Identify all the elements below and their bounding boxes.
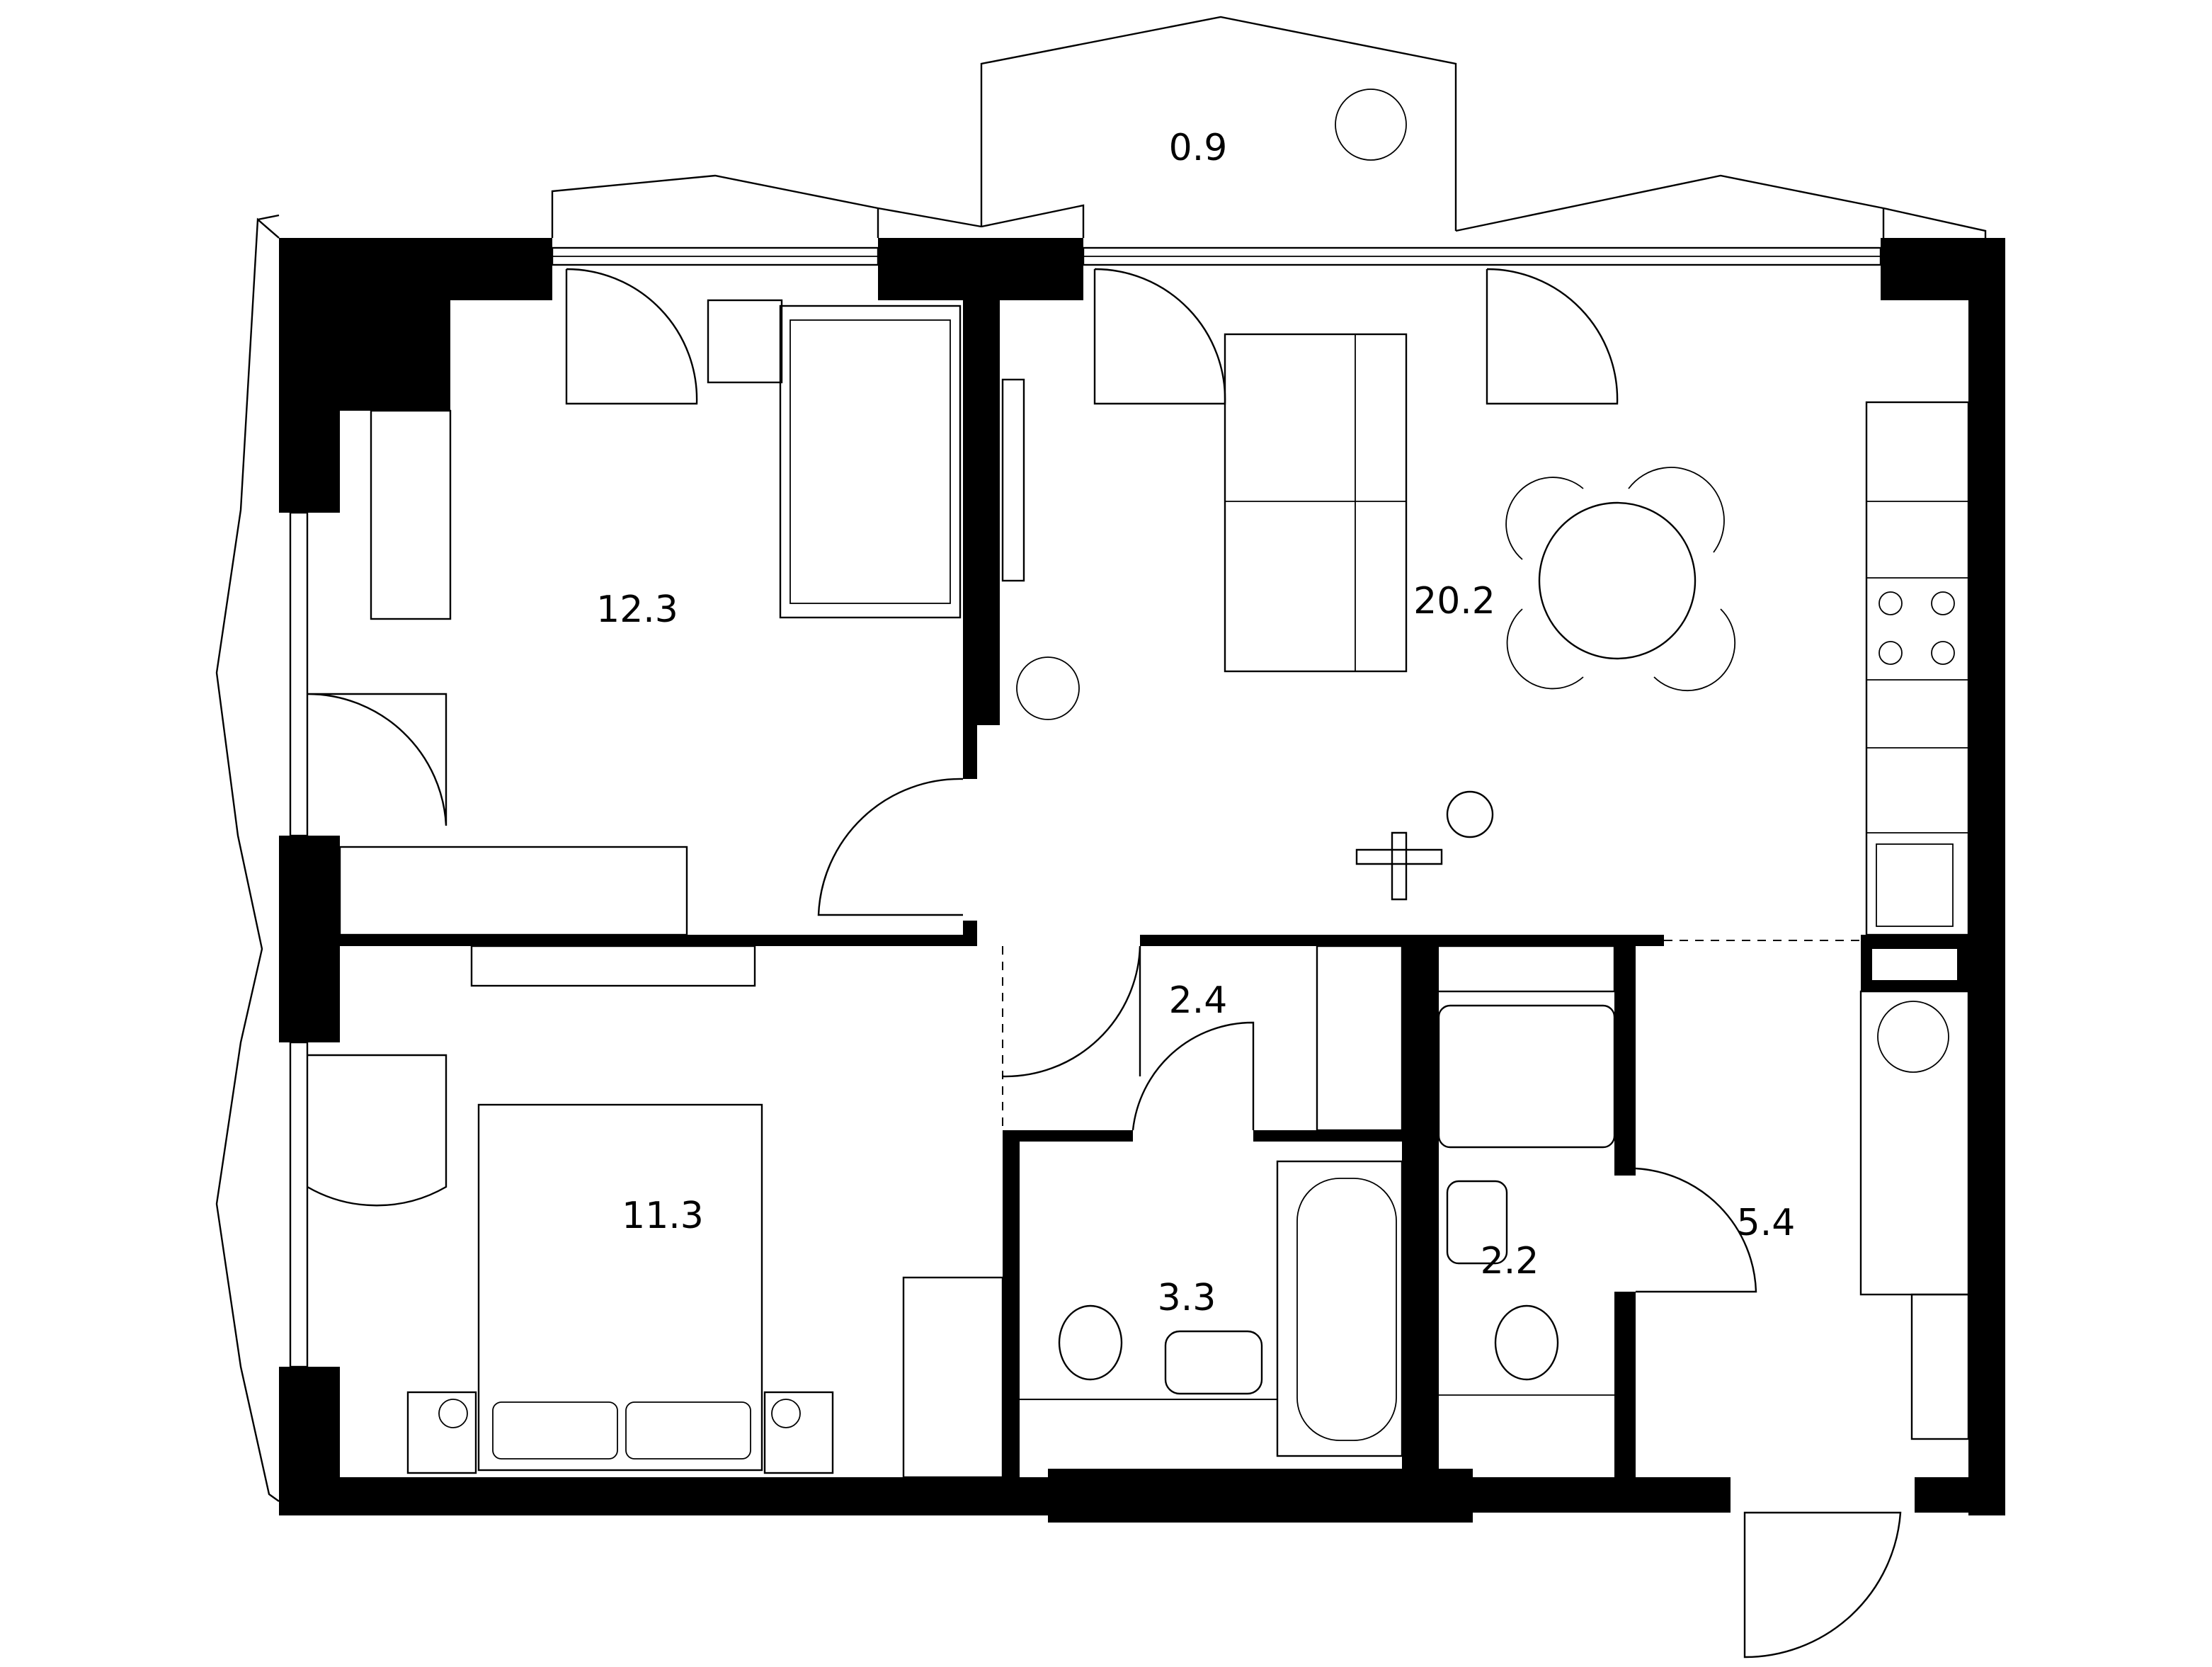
walls: [279, 238, 2005, 1523]
wardrobe-bedroom: [902, 1276, 1004, 1479]
area-label-bedroom: 11.3: [622, 1195, 704, 1237]
sink-bath: [1164, 1330, 1263, 1395]
tv-unit: [470, 945, 756, 987]
area-labels: 0.9 12.3 20.2 2.4 11.3 3.3 2.2 5.4: [596, 127, 1795, 1319]
double-bed: [477, 1103, 763, 1472]
ball-icon: [1446, 790, 1494, 838]
toilet-wc: [1494, 1304, 1559, 1381]
washing-machine-shelf: [1429, 945, 1616, 993]
sofa: [1224, 333, 1408, 673]
toilet-bath: [1058, 1304, 1123, 1381]
wardrobe-child: [338, 846, 688, 936]
kitchen-counter: [1865, 401, 1970, 936]
furniture: [338, 89, 1970, 1479]
dining-table: [1538, 501, 1697, 660]
tv: [1001, 378, 1025, 582]
area-label-hallway: 5.4: [1737, 1202, 1796, 1244]
nightstand-left: [406, 1391, 477, 1474]
area-label-corridor: 2.4: [1169, 979, 1228, 1022]
nightstand-right: [763, 1391, 834, 1474]
shower: [1437, 1004, 1616, 1149]
area-label-wc: 2.2: [1481, 1240, 1539, 1282]
area-label-balcony: 0.9: [1169, 127, 1228, 169]
area-label-children-bedroom: 12.3: [596, 588, 678, 631]
toy-plane-icon: [1355, 831, 1443, 901]
shelf: [707, 299, 783, 384]
balcony-outline: [215, 16, 1987, 1502]
doors: [307, 268, 1902, 1659]
desk: [370, 409, 452, 620]
sink-wc: [1446, 1180, 1508, 1265]
child-bed: [779, 305, 962, 619]
corridor-closet: [1316, 945, 1403, 1132]
area-label-bathroom: 3.3: [1158, 1277, 1216, 1319]
plant-icon: [1016, 89, 1407, 720]
bathtub: [1276, 1160, 1403, 1457]
hall-cabinet: [1859, 990, 1970, 1296]
windows: [289, 246, 1882, 1368]
area-label-living-kitchen: 20.2: [1413, 580, 1495, 622]
